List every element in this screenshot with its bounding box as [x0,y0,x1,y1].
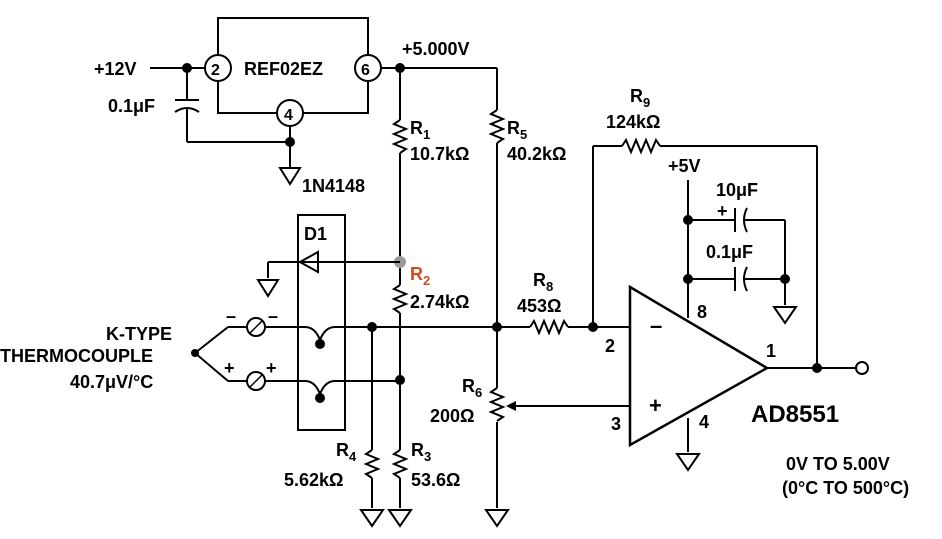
label-1n4148: 1N4148 [302,176,365,196]
diode-symbol [297,250,319,274]
label-r4-value: 5.62kΩ [284,470,343,490]
label-r6: R6 [462,376,482,400]
label-output-range: 0V TO 5.00V [786,454,890,474]
label-ref-pin4: 4 [284,107,293,124]
label-output-temp: (0°C TO 500°C) [782,478,909,498]
ground-symbol-r6 [484,509,510,528]
label-r9-value: 124kΩ [606,112,660,132]
label-r2: R2 [410,264,430,288]
label-d1: D1 [304,224,327,244]
ground-symbol-diode [256,279,280,298]
op-amp-ad8551 [628,180,869,472]
label-terminal-minus-right: – [268,306,278,326]
label-cap-plus: + [717,201,728,221]
d1-box [297,214,346,431]
label-terminal-plus-left: + [224,358,235,378]
label-thermocouple-2: THERMOCOUPLE [0,346,153,366]
op-amp-triangle [628,284,770,448]
label-ad8551: AD8551 [751,401,839,428]
labels: +12V 2 REF02EZ 6 4 +5.000V 0.1μF 1N4148 … [0,39,909,498]
potentiometer-r6 [488,387,506,422]
label-r1: R1 [410,118,430,142]
label-5v: +5V [668,156,701,176]
ground-symbol-r3 [387,509,413,528]
label-ref-pin2: 2 [211,62,220,79]
divider-column [387,68,413,528]
ground-symbol-ref [278,167,302,186]
label-r3: R3 [411,440,431,464]
label-cap10: 10μF [716,180,758,200]
label-r9: R9 [630,86,650,110]
label-thermocouple-3: 40.7μV/°C [70,372,153,392]
label-opamp-pin8: 8 [697,302,707,322]
label-r8-value: 453Ω [517,296,561,316]
label-ref-pin6: 6 [361,62,370,79]
label-r1-value: 10.7kΩ [410,144,469,164]
label-12v: +12V [94,59,137,79]
offset-column [484,109,630,528]
label-opamp-pin2: 2 [605,336,615,356]
resistor-r4 [363,449,381,479]
ground-symbol-opamp [675,453,701,472]
label-opamp-plus: + [649,393,662,418]
label-opamp-pin3: 3 [611,414,621,434]
resistor-r2 [391,284,409,314]
label-c1: 0.1μF [108,96,155,116]
feedback-network [592,137,818,368]
label-r5-value: 40.2kΩ [507,144,566,164]
label-r5: R5 [507,118,527,142]
ref-pin2-circle [204,54,232,82]
label-cap01: 0.1μF [706,242,753,262]
label-thermocouple-1: K-TYPE [106,324,172,344]
label-r2-value: 2.74kΩ [410,292,469,312]
resistor-r1 [391,119,409,154]
label-ref02ez: REF02EZ [244,59,323,79]
ground-symbol-r4 [359,509,385,528]
label-terminal-minus-left: – [226,306,236,326]
ground-symbol-cap [772,306,798,325]
label-terminal-plus-right: + [266,358,277,378]
label-r8: R8 [533,270,553,294]
label-opamp-minus: – [650,313,662,338]
label-opamp-pin1: 1 [766,341,776,361]
resistor-r5 [488,109,506,144]
label-vref: +5.000V [402,39,470,59]
thermocouple-section [191,214,630,528]
label-opamp-pin4: 4 [699,412,709,432]
label-r4: R4 [336,440,357,464]
resistor-r3 [391,449,409,479]
label-r3-value: 53.6Ω [411,470,460,490]
output-terminal [855,361,869,375]
resistor-r9 [621,137,661,155]
label-r6-value: 200Ω [430,406,474,426]
resistor-r8 [529,318,569,336]
